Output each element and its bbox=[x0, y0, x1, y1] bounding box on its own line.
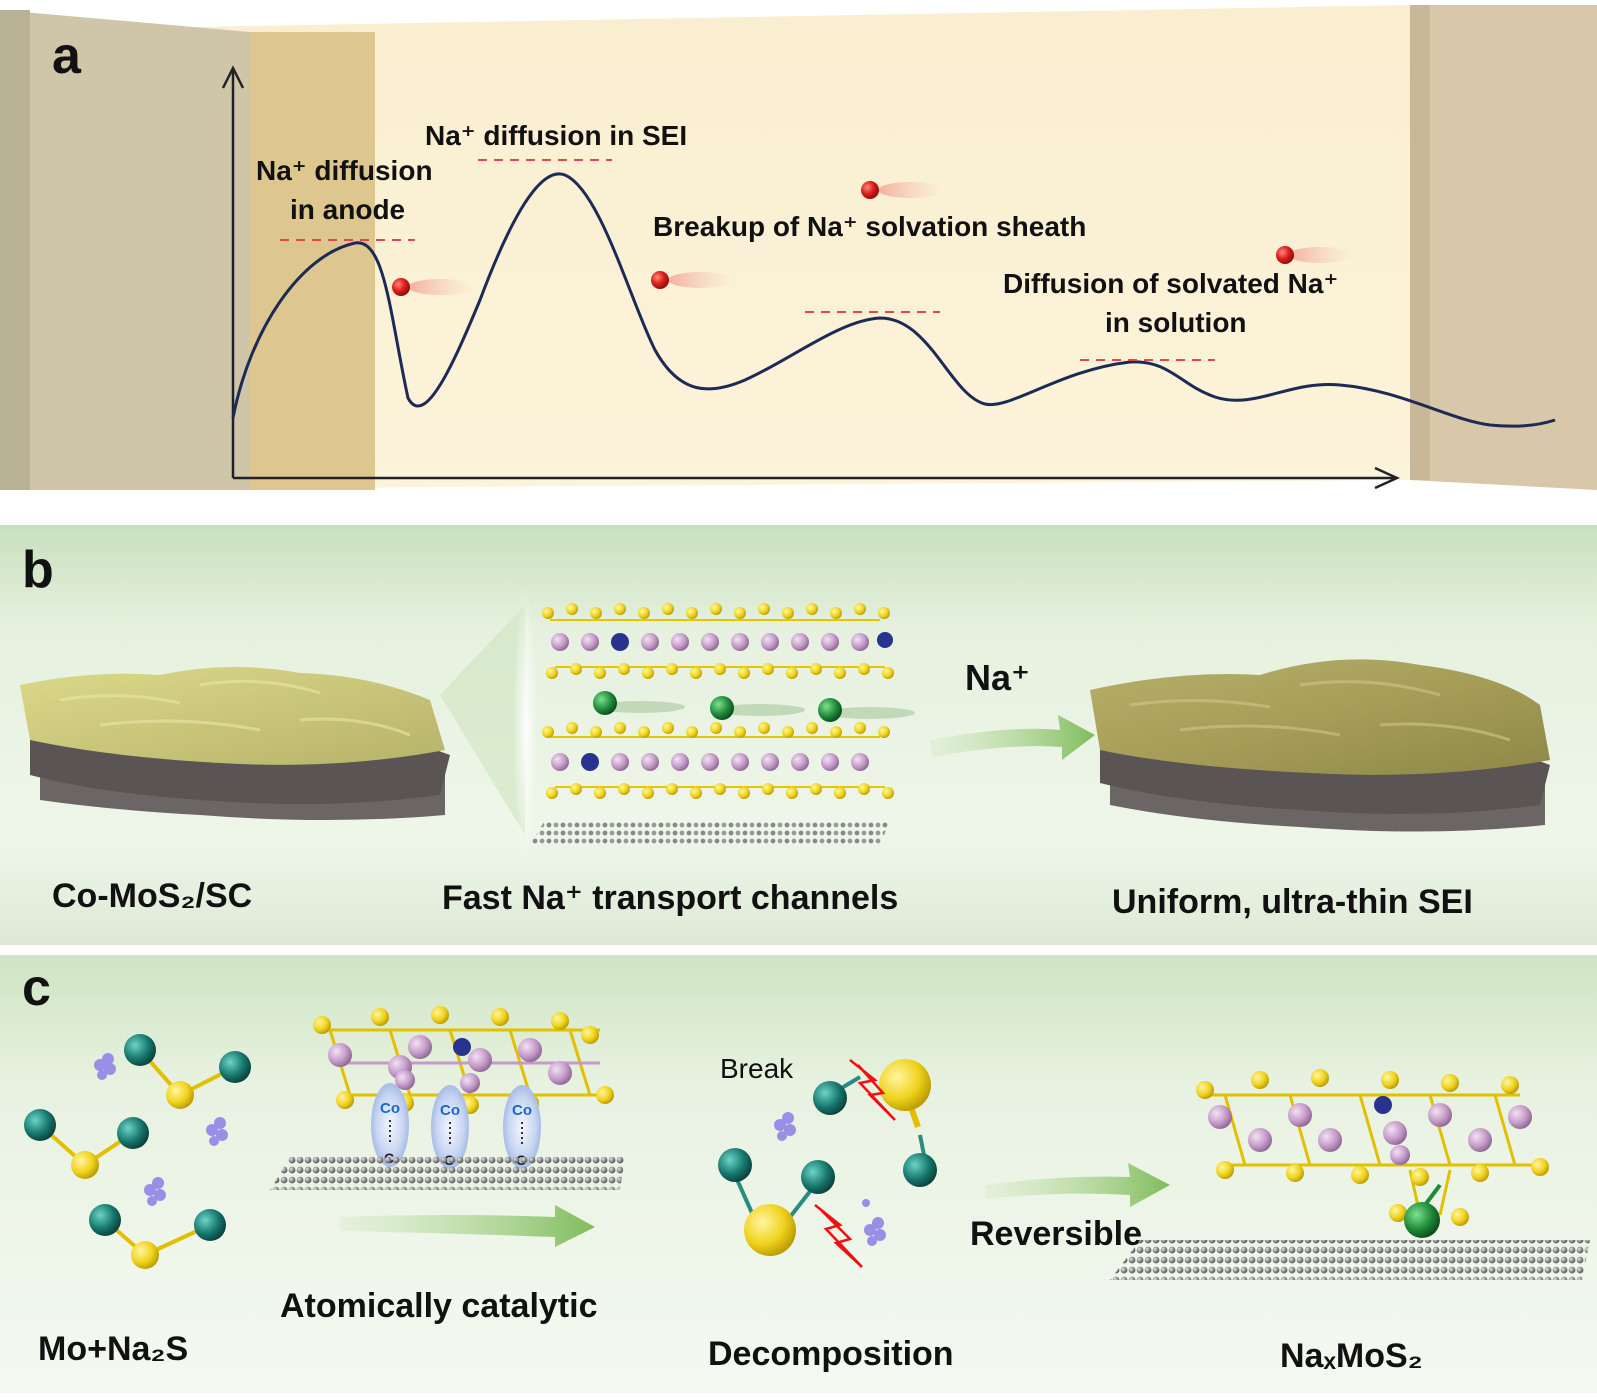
beam-glow bbox=[513, 585, 537, 865]
co-mos2-on-carbon: Co C Co C Co C bbox=[270, 1006, 625, 1190]
panel-a: a Na⁺ diffusion in anode Na⁺ diffusion i… bbox=[0, 0, 1597, 500]
panel-c-background bbox=[0, 955, 1597, 1393]
sodium-atom bbox=[1404, 1202, 1440, 1238]
label-anode-2: in anode bbox=[290, 194, 405, 225]
caption-uniform-sei: Uniform, ultra-thin SEI bbox=[1112, 883, 1473, 921]
mos2-upper-layer bbox=[542, 603, 894, 679]
panel-b-svg: Na⁺ b Co-MoS₂/SC Fast Na⁺ transport chan… bbox=[0, 525, 1597, 945]
panel-b-letter: b bbox=[22, 541, 54, 599]
caption-mo-na2s: Mo+Na₂S bbox=[38, 1330, 188, 1368]
decomposition-products bbox=[718, 1059, 937, 1268]
catalytic-arrow bbox=[340, 1205, 595, 1247]
right-electrode-wall bbox=[1410, 5, 1597, 490]
uniform-sei-sheet bbox=[1090, 659, 1550, 832]
mos2-lower-layer bbox=[542, 722, 894, 799]
label-anode-1: Na⁺ diffusion bbox=[256, 155, 433, 186]
na-ion-2 bbox=[651, 271, 732, 289]
cobalt-atom bbox=[453, 1038, 471, 1056]
co-label: Co bbox=[440, 1102, 460, 1119]
mos2-layers bbox=[530, 603, 915, 845]
carbon-support bbox=[270, 1157, 625, 1190]
left-electrode-edge bbox=[0, 10, 30, 490]
break-label: Break bbox=[720, 1053, 794, 1084]
caption-co-mos2-sc: Co-MoS₂/SC bbox=[52, 877, 252, 915]
x-axis-arrow bbox=[1374, 466, 1401, 490]
carbon-support bbox=[1110, 1240, 1590, 1280]
caption-naxmos2: NaₓMoS₂ bbox=[1280, 1337, 1423, 1375]
na-transport-arrow bbox=[930, 715, 1095, 760]
graphene-sheet bbox=[530, 820, 890, 845]
mo-na2s-molecules bbox=[24, 1034, 251, 1269]
break-lightning-1 bbox=[849, 1059, 896, 1121]
na-ion-3 bbox=[861, 181, 942, 199]
energy-curve bbox=[231, 172, 1556, 428]
panel-a-letter: a bbox=[52, 27, 82, 85]
co-c-bond-3: Co C bbox=[503, 1085, 541, 1169]
panel-a-background bbox=[30, 5, 1597, 490]
na-ions-interlayer bbox=[593, 691, 915, 722]
na-ion-1 bbox=[392, 278, 472, 296]
arrow-na-label: Na⁺ bbox=[965, 657, 1030, 698]
panel-b: Na⁺ b Co-MoS₂/SC Fast Na⁺ transport chan… bbox=[0, 525, 1597, 945]
co-label: Co bbox=[380, 1100, 400, 1117]
co-mos2-sc-sheet bbox=[20, 666, 450, 820]
na-ion-4 bbox=[1276, 246, 1352, 264]
label-solution-1: Diffusion of solvated Na⁺ bbox=[1003, 268, 1338, 299]
caption-fast-channels: Fast Na⁺ transport channels bbox=[442, 879, 898, 917]
panel-c-letter: c bbox=[22, 959, 51, 1017]
reversible-label: Reversible bbox=[970, 1215, 1142, 1253]
co-c-bond-1: Co C bbox=[371, 1083, 409, 1167]
cobalt-atom bbox=[581, 753, 599, 771]
co-c-bond-2: Co C bbox=[431, 1085, 469, 1169]
naxmos2-structure bbox=[1110, 1069, 1590, 1280]
zoom-beam bbox=[440, 605, 525, 835]
cobalt-atom bbox=[1374, 1096, 1392, 1114]
y-axis-arrow bbox=[221, 65, 245, 89]
panel-c-svg: Co C Co C Co C bbox=[0, 955, 1597, 1393]
cobalt-atom bbox=[611, 633, 629, 651]
anode-region bbox=[250, 32, 375, 490]
co-label: Co bbox=[512, 1102, 532, 1119]
label-sei: Na⁺ diffusion in SEI bbox=[425, 120, 687, 151]
label-solution-2: in solution bbox=[1105, 307, 1247, 338]
label-breakup: Breakup of Na⁺ solvation sheath bbox=[653, 211, 1086, 242]
right-electrode-face bbox=[1410, 5, 1430, 480]
reversible-arrow bbox=[985, 1163, 1170, 1207]
caption-atomically-catalytic: Atomically catalytic bbox=[280, 1287, 597, 1325]
panel-c: Co C Co C Co C bbox=[0, 955, 1597, 1393]
left-electrode-wall bbox=[0, 10, 250, 490]
panel-a-svg: a Na⁺ diffusion in anode Na⁺ diffusion i… bbox=[0, 5, 1597, 490]
cobalt-atom bbox=[877, 632, 893, 648]
caption-decomposition: Decomposition bbox=[708, 1335, 954, 1373]
break-lightning-2 bbox=[814, 1204, 863, 1268]
